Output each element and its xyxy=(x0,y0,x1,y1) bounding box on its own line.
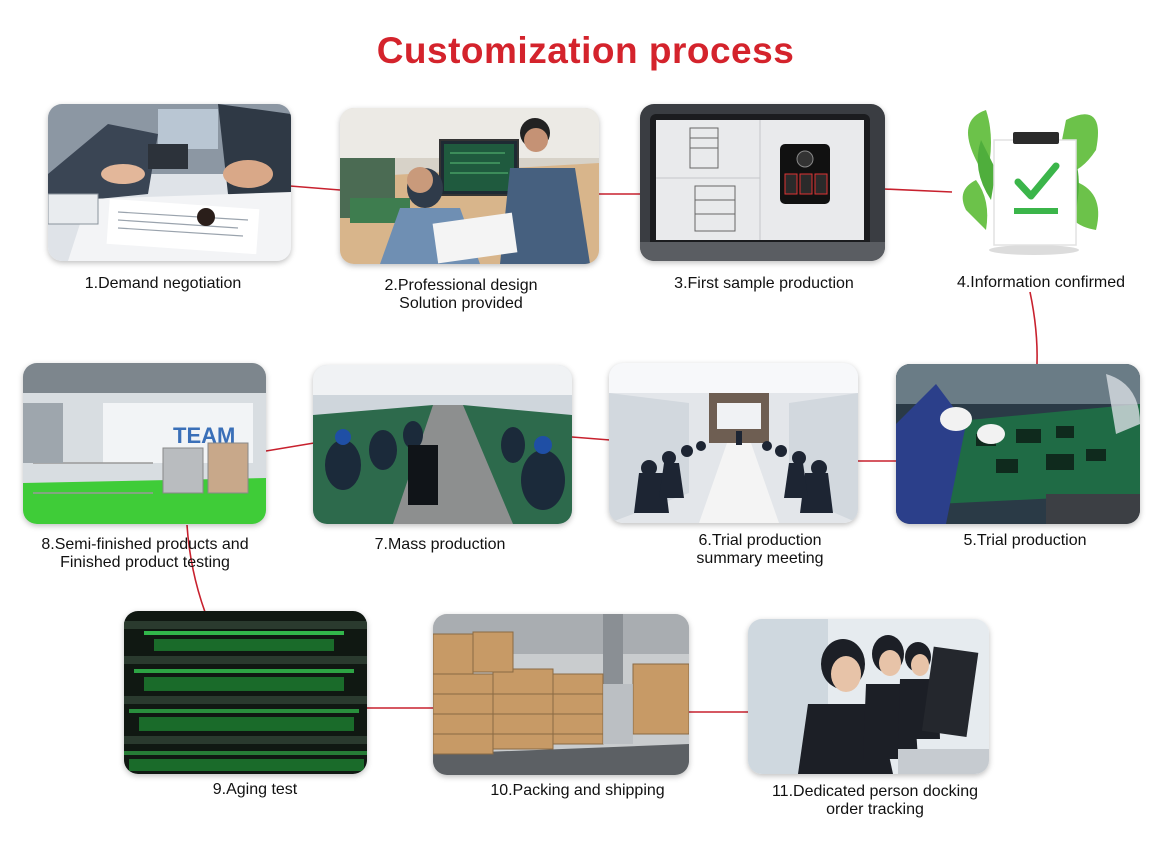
step-8-image: TEAM xyxy=(23,363,266,524)
engineers-design-photo xyxy=(340,108,599,264)
connector-7-8 xyxy=(265,442,315,452)
step-1-image xyxy=(48,104,291,261)
step-1-label: 1.Demand negotiation xyxy=(84,275,242,292)
step-7-label: 7.Mass production xyxy=(374,536,506,553)
connector-4-5 xyxy=(1029,291,1038,365)
clipboard-check-icon xyxy=(962,110,1099,255)
step-10-label: 10.Packing and shipping xyxy=(490,782,665,799)
step-3-image xyxy=(640,104,885,261)
aging-rack-photo xyxy=(124,611,367,774)
handshake-documents-photo xyxy=(48,104,291,261)
step-9-image xyxy=(124,611,367,774)
step-2-image xyxy=(340,108,599,264)
step-7-image xyxy=(313,365,572,524)
laptop-3d-model-photo xyxy=(640,104,885,261)
step-8-label: 8.Semi-finished products and Finished pr… xyxy=(41,536,249,571)
call-center-photo xyxy=(748,619,989,774)
meeting-room-photo xyxy=(609,363,858,523)
step-6-image xyxy=(609,363,858,523)
connector-3-4 xyxy=(883,188,953,193)
testing-lab-photo: TEAM xyxy=(23,363,266,524)
step-10-image xyxy=(433,614,689,775)
warehouse-boxes-photo xyxy=(433,614,689,775)
step-3-label: 3.First sample production xyxy=(674,275,854,292)
pcb-assembly-photo xyxy=(896,364,1140,524)
step-11-label: 11.Dedicated person docking order tracki… xyxy=(771,783,979,818)
step-11-image xyxy=(748,619,989,774)
step-5-label: 5.Trial production xyxy=(963,532,1087,549)
step-6-label: 6.Trial production summary meeting xyxy=(696,532,824,567)
page-title: Customization process xyxy=(376,30,795,71)
connector-8-9 xyxy=(186,524,206,613)
connector-1-2 xyxy=(289,185,341,191)
step-4-image xyxy=(956,100,1106,260)
step-9-label: 9.Aging test xyxy=(212,781,298,798)
step-4-label: 4.Information confirmed xyxy=(956,274,1126,291)
production-line-photo xyxy=(313,365,572,524)
step-5-image xyxy=(896,364,1140,524)
connector-6-7 xyxy=(571,436,611,441)
step-2-label: 2.Professional design Solution provided xyxy=(384,277,538,312)
